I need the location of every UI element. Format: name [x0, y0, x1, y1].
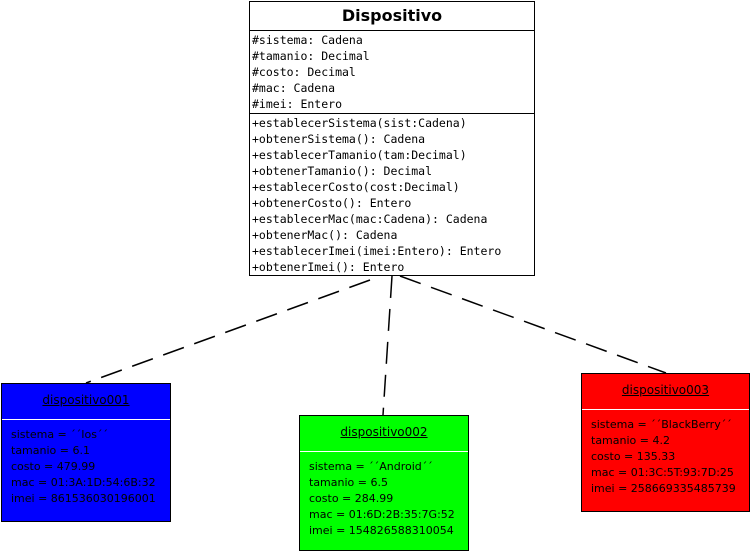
method: +establecerImei(imei:Entero): Entero [252, 244, 502, 258]
object-field: costo = 284.99 [309, 492, 394, 505]
object-dispositivo003[interactable]: dispositivo003 sistema = ´´BlackBerry´´ … [581, 373, 750, 512]
object-dispositivo002[interactable]: dispositivo002 sistema = ´´Android´´ tam… [299, 415, 469, 551]
object-name: dispositivo003 [621, 383, 710, 397]
method: +obtenerImei(): Entero [252, 260, 405, 274]
object-field: tamanio = 6.1 [11, 444, 90, 457]
object-field: sistema = ´´BlackBerry´´ [591, 418, 732, 431]
class-name: Dispositivo [250, 2, 534, 31]
object-field: tamanio = 6.5 [309, 476, 388, 489]
class-methods: +establecerSistema(sist:Cadena) +obtener… [250, 114, 534, 276]
object-fields: sistema = ´´BlackBerry´´ tamanio = 4.2 c… [582, 410, 749, 497]
method: +obtenerSistema(): Cadena [252, 132, 426, 146]
object-field: mac = 01:3A:1D:54:6B:32 [11, 476, 156, 489]
object-field: imei = 861536030196001 [11, 492, 156, 505]
object-separator [300, 451, 468, 452]
object-field: costo = 135.33 [591, 450, 676, 463]
object-separator [2, 419, 170, 420]
method: +establecerTamanio(tam:Decimal) [252, 148, 467, 162]
object-field: costo = 479.99 [11, 460, 96, 473]
object-name: dispositivo001 [42, 393, 130, 407]
method: +establecerMac(mac:Cadena): Cadena [252, 212, 488, 226]
object-fields: sistema = ´´Android´´ tamanio = 6.5 cost… [300, 452, 468, 539]
instance-link-001 [85, 279, 371, 384]
attribute: #imei: Entero [252, 97, 343, 111]
class-dispositivo[interactable]: Dispositivo #sistema: Cadena #tamanio: D… [249, 1, 535, 276]
attribute: #mac: Cadena [252, 81, 336, 95]
method: +obtenerCosto(): Entero [252, 196, 412, 210]
method: +establecerCosto(cost:Decimal) [252, 180, 460, 194]
object-field: sistema = ´´Ios´´ [11, 428, 108, 441]
object-separator [582, 409, 749, 410]
class-attributes: #sistema: Cadena #tamanio: Decimal #cost… [250, 31, 534, 114]
instance-link-002 [382, 275, 393, 416]
object-dispositivo001[interactable]: dispositivo001 sistema = ´´Ios´´ tamanio… [1, 383, 171, 522]
object-field: imei = 258669335485739 [591, 482, 736, 495]
object-name: dispositivo002 [340, 425, 428, 439]
object-field: tamanio = 4.2 [591, 434, 670, 447]
object-field: mac = 01:6D:2B:35:7G:52 [309, 508, 455, 521]
attribute: #tamanio: Decimal [252, 49, 370, 63]
attribute: #costo: Decimal [252, 65, 356, 79]
object-field: sistema = ´´Android´´ [309, 460, 433, 473]
attribute: #sistema: Cadena [252, 33, 363, 47]
instance-link-003 [399, 275, 667, 374]
method: +establecerSistema(sist:Cadena) [252, 116, 467, 130]
method: +obtenerTamanio(): Decimal [252, 164, 433, 178]
object-field: mac = 01:3C:5T:93:7D:25 [591, 466, 734, 479]
method: +obtenerMac(): Cadena [252, 228, 398, 242]
object-fields: sistema = ´´Ios´´ tamanio = 6.1 costo = … [2, 420, 170, 507]
object-field: imei = 154826588310054 [309, 524, 454, 537]
